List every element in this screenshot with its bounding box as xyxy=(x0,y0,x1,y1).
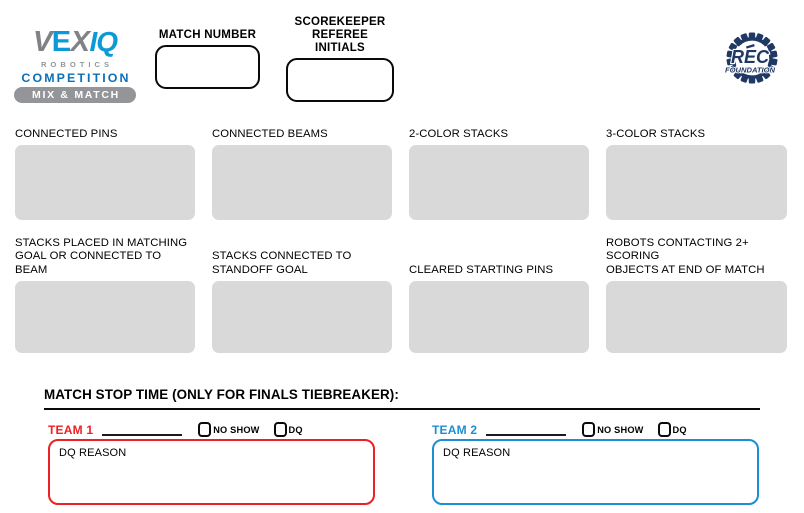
team-1-block: TEAM 1 NO SHOW DQ DQ REASON xyxy=(48,420,375,505)
team-1-no-show-checkbox[interactable] xyxy=(198,422,212,437)
svg-text:REC: REC xyxy=(731,47,770,67)
score-cell-robots-contacting-scoring-objects: ROBOTS CONTACTING 2+ SCORING OBJECTS AT … xyxy=(606,237,787,353)
team-1-no-show-group[interactable]: NO SHOW xyxy=(198,422,259,437)
score-input-3-color-stacks[interactable] xyxy=(606,145,787,220)
team-1-label: TEAM 1 xyxy=(48,422,94,437)
score-label-2-color-stacks: 2-COLOR STACKS xyxy=(409,127,509,140)
score-input-robots-contacting-scoring-objects[interactable] xyxy=(606,281,787,353)
team-2-no-show-label: NO SHOW xyxy=(597,424,644,435)
team-1-dq-reason-label: DQ REASON xyxy=(59,447,127,459)
team-2-dq-group[interactable]: DQ xyxy=(657,422,687,437)
vex-letter-v: V xyxy=(32,26,52,58)
team-2-no-show-group[interactable]: NO SHOW xyxy=(582,422,643,437)
score-label-3-color-stacks: 3-COLOR STACKS xyxy=(606,127,706,140)
score-cell-2-color-stacks: 2-COLOR STACKS xyxy=(409,128,589,220)
score-label-stacks-placed-matching-goal: STACKS PLACED IN MATCHING GOAL OR CONNEC… xyxy=(15,236,188,276)
team-2-label: TEAM 2 xyxy=(432,422,478,437)
score-cell-connected-pins: CONNECTED PINS xyxy=(15,128,195,220)
team-2-dq-reason-input[interactable]: DQ REASON xyxy=(432,439,759,505)
score-input-2-color-stacks[interactable] xyxy=(409,145,589,220)
match-number-input[interactable] xyxy=(155,45,260,89)
rec-wordmark: REC FOUNDATION xyxy=(724,44,776,75)
score-input-connected-beams[interactable] xyxy=(212,145,392,220)
score-cell-stacks-connected-standoff-goal: STACKS CONNECTED TO STANDOFF GOAL xyxy=(212,250,392,353)
team-2-dq-label: DQ xyxy=(672,424,687,435)
score-input-connected-pins[interactable] xyxy=(15,145,195,220)
score-label-robots-contacting-scoring-objects: ROBOTS CONTACTING 2+ SCORING OBJECTS AT … xyxy=(606,236,765,276)
team-1-row: TEAM 1 NO SHOW DQ xyxy=(48,420,375,439)
score-label-connected-beams: CONNECTED BEAMS xyxy=(212,127,328,140)
vex-letter-x: X xyxy=(70,26,90,58)
team-1-no-show-label: NO SHOW xyxy=(213,424,260,435)
score-cell-connected-beams: CONNECTED BEAMS xyxy=(212,128,392,220)
vex-program-badge: MIX & MATCH xyxy=(14,87,136,103)
team-2-dq-checkbox[interactable] xyxy=(657,422,671,437)
header: VEXIQ ROBOTICS COMPETITION MIX & MATCH M… xyxy=(0,0,804,112)
section-divider xyxy=(44,408,760,411)
rec-foundation-gear-icon: REC FOUNDATION xyxy=(724,32,778,84)
team-1-dq-checkbox[interactable] xyxy=(273,422,287,437)
score-label-cleared-starting-pins: CLEARED STARTING PINS xyxy=(409,263,554,276)
vex-iq-competition-logo: VEXIQ ROBOTICS COMPETITION MIX & MATCH xyxy=(14,28,136,103)
team-2-number-input[interactable] xyxy=(486,434,567,436)
team-2-row: TEAM 2 NO SHOW DQ xyxy=(432,420,759,439)
score-label-stacks-connected-standoff-goal: STACKS CONNECTED TO STANDOFF GOAL xyxy=(212,250,352,276)
team-2-no-show-checkbox[interactable] xyxy=(582,422,596,437)
team-1-number-input[interactable] xyxy=(102,434,183,436)
match-number-field: MATCH NUMBER xyxy=(155,29,260,89)
score-cell-3-color-stacks: 3-COLOR STACKS xyxy=(606,128,787,220)
team-1-dq-label: DQ xyxy=(288,424,303,435)
team-2-block: TEAM 2 NO SHOW DQ DQ REASON xyxy=(432,420,759,505)
score-input-cleared-starting-pins[interactable] xyxy=(409,281,589,353)
vex-robotics-text: ROBOTICS xyxy=(40,60,114,69)
score-cell-stacks-placed-matching-goal: STACKS PLACED IN MATCHING GOAL OR CONNEC… xyxy=(15,237,195,353)
scorekeeper-initials-input[interactable] xyxy=(286,58,394,102)
score-cell-cleared-starting-pins: CLEARED STARTING PINS xyxy=(409,264,589,353)
svg-text:FOUNDATION: FOUNDATION xyxy=(725,66,776,75)
match-number-label: MATCH NUMBER xyxy=(158,29,257,41)
scorekeeper-initials-field: SCOREKEEPER REFEREE INITIALS xyxy=(286,16,394,102)
team-1-dq-group[interactable]: DQ xyxy=(273,422,303,437)
vex-competition-text: COMPETITION xyxy=(21,70,131,85)
team-1-dq-reason-input[interactable]: DQ REASON xyxy=(48,439,375,505)
score-input-stacks-placed-matching-goal[interactable] xyxy=(15,281,195,353)
team-2-dq-reason-label: DQ REASON xyxy=(443,447,511,459)
match-stop-time-title: MATCH STOP TIME (ONLY FOR FINALS TIEBREA… xyxy=(44,387,399,402)
vex-letter-e: E xyxy=(51,26,71,58)
scorekeeper-initials-label: SCOREKEEPER REFEREE INITIALS xyxy=(294,16,386,54)
vex-letters-iq: IQ xyxy=(89,26,118,57)
vex-wordmark: VEXIQ xyxy=(14,28,136,58)
score-input-stacks-connected-standoff-goal[interactable] xyxy=(212,281,392,353)
rec-foundation-logo: REC FOUNDATION xyxy=(716,30,788,86)
score-label-connected-pins: CONNECTED PINS xyxy=(15,127,118,140)
